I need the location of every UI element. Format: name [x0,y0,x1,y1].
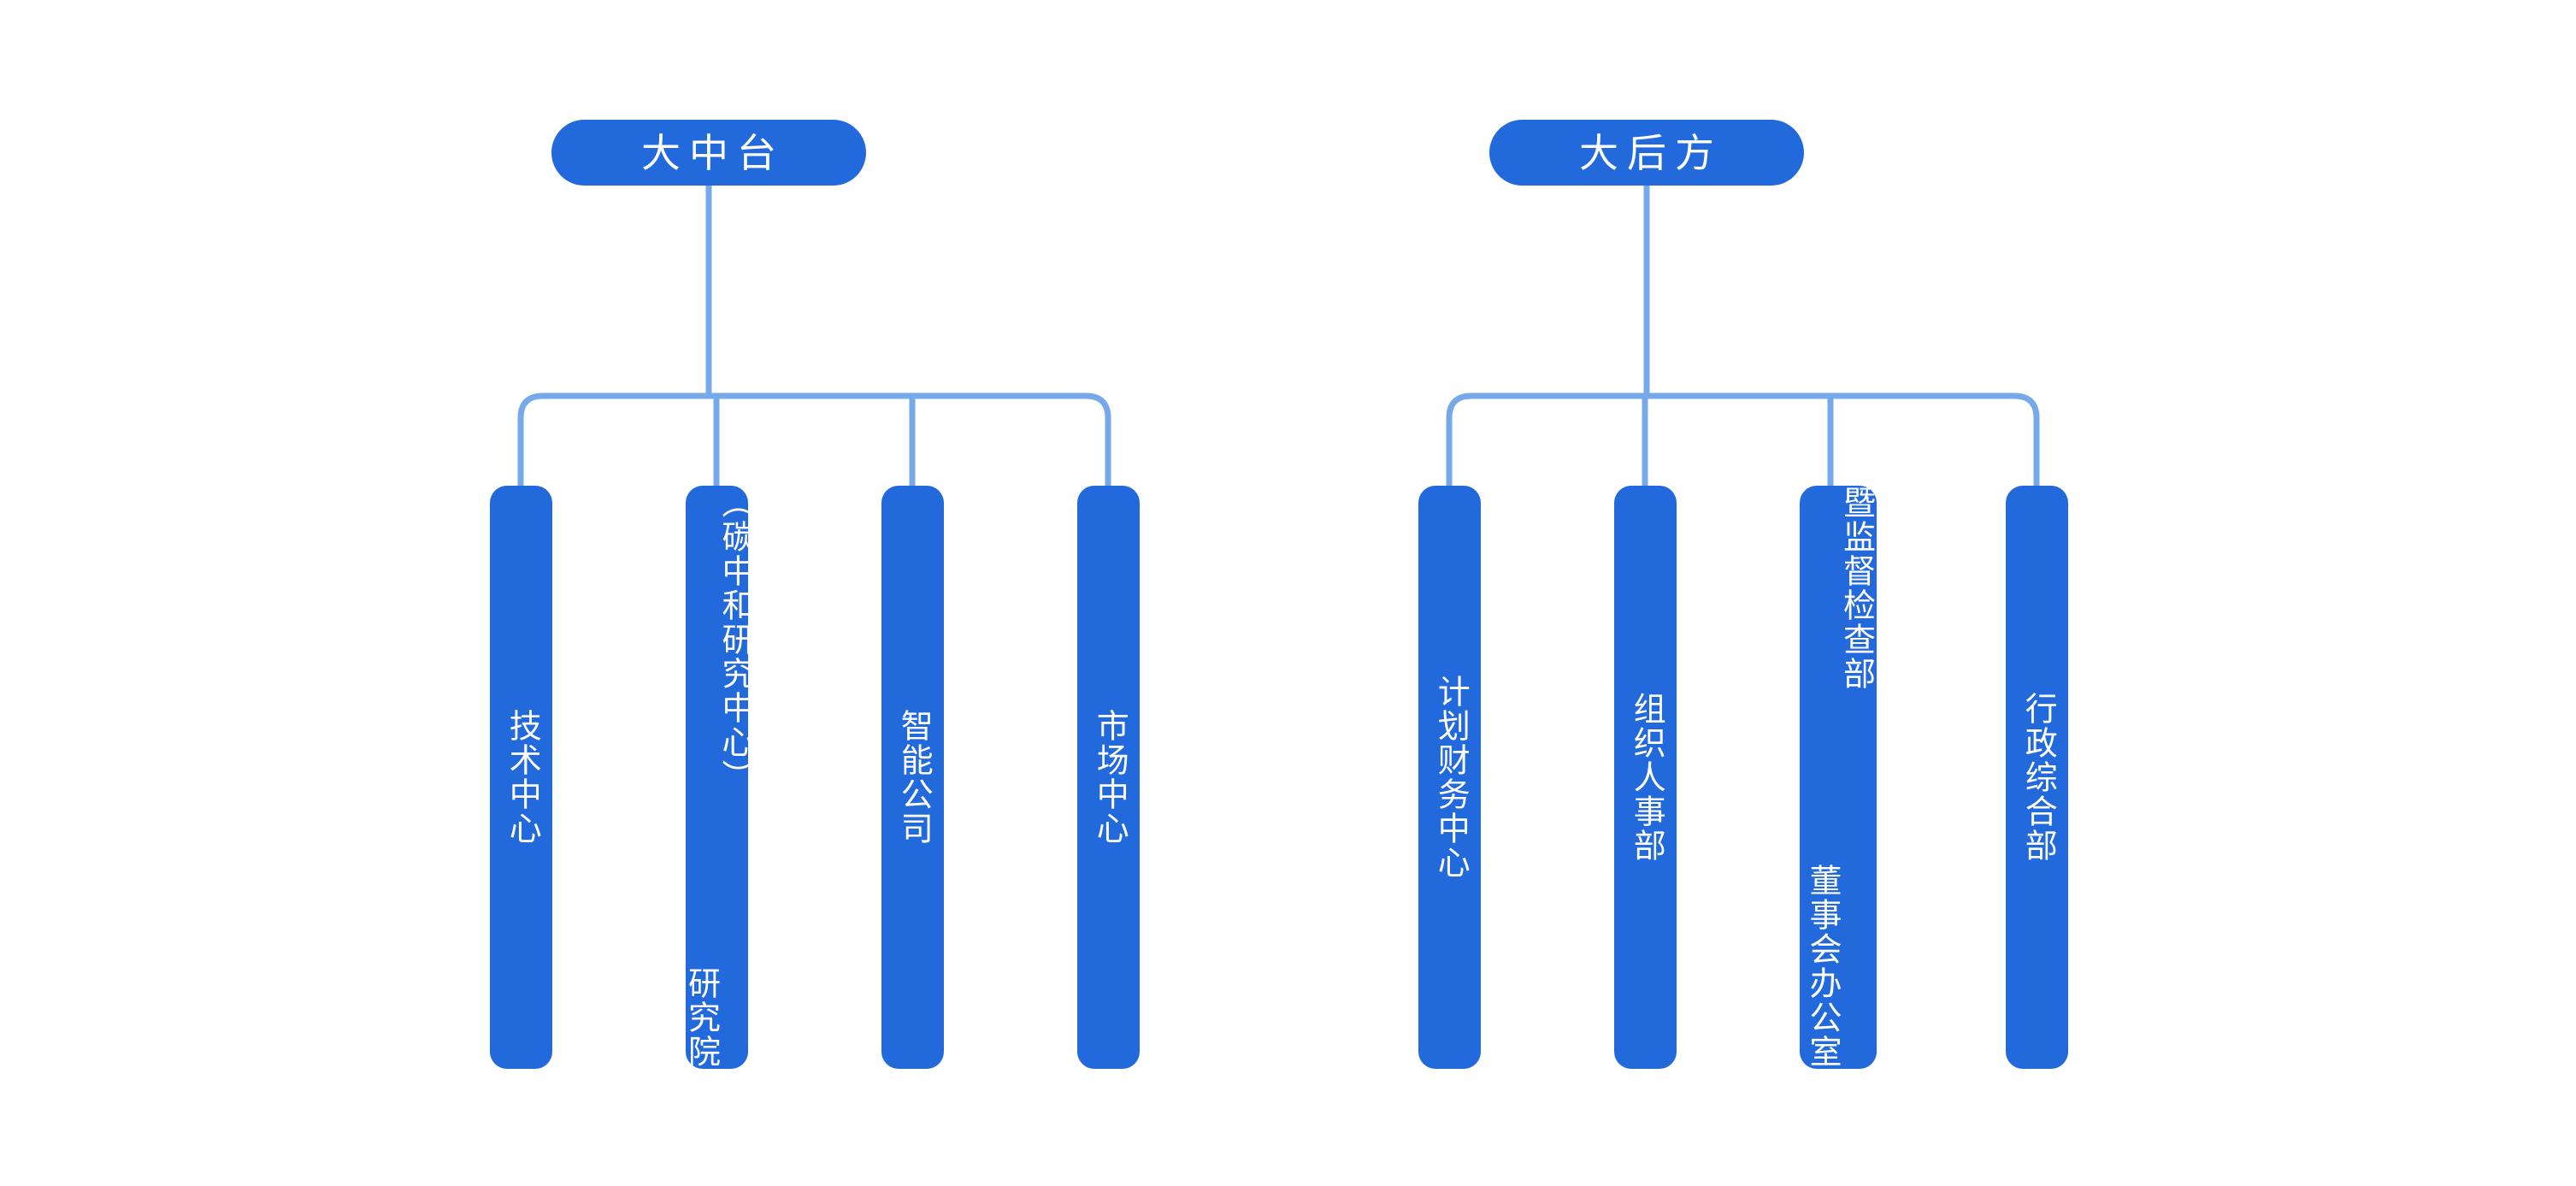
org-node-jishu-zhongxin[interactable]: 技术中心 [490,486,552,1069]
org-node-zhineng-gongsi[interactable]: 智能公司 [881,486,944,1069]
org-node-label-column-left: 研究院 [686,966,719,1069]
org-node-shichang-zhongxin[interactable]: 市场中心 [1077,486,1140,1069]
group-header-houfang[interactable]: 大后方 [1489,120,1804,186]
org-node-yanjiuyuan[interactable]: 研究院 （碳中和研究中心） [686,486,748,1069]
group-header-zhongtai[interactable]: 大中台 [551,120,866,186]
org-node-label-column-right: 暨监督检查部 [1837,486,1874,691]
org-node-label: 计划财务中心 [1432,675,1469,880]
bus-line-group-1 [517,392,1111,486]
org-node-label: 行政综合部 [2019,692,2056,863]
group-header-label: 大后方 [1579,130,1723,175]
org-node-label: 技术中心 [504,709,540,846]
bus-line-group-2 [1446,392,2040,486]
org-node-xingzheng[interactable]: 行政综合部 [2006,486,2068,1069]
group-header-label: 大中台 [641,130,785,175]
org-node-dongshihui[interactable]: 董事会办公室 暨监督检查部 [1800,486,1877,1069]
org-node-label-column-right: （碳中和研究中心） [716,486,748,794]
org-node-label: 市场中心 [1091,709,1128,846]
org-node-label-column-left: 董事会办公室 [1804,864,1840,1069]
org-node-zuzhi-renshi[interactable]: 组织人事部 [1614,486,1677,1069]
org-node-label: 组织人事部 [1628,692,1665,863]
org-node-label: 智能公司 [895,709,932,846]
org-node-jihua-caiwu[interactable]: 计划财务中心 [1418,486,1481,1069]
